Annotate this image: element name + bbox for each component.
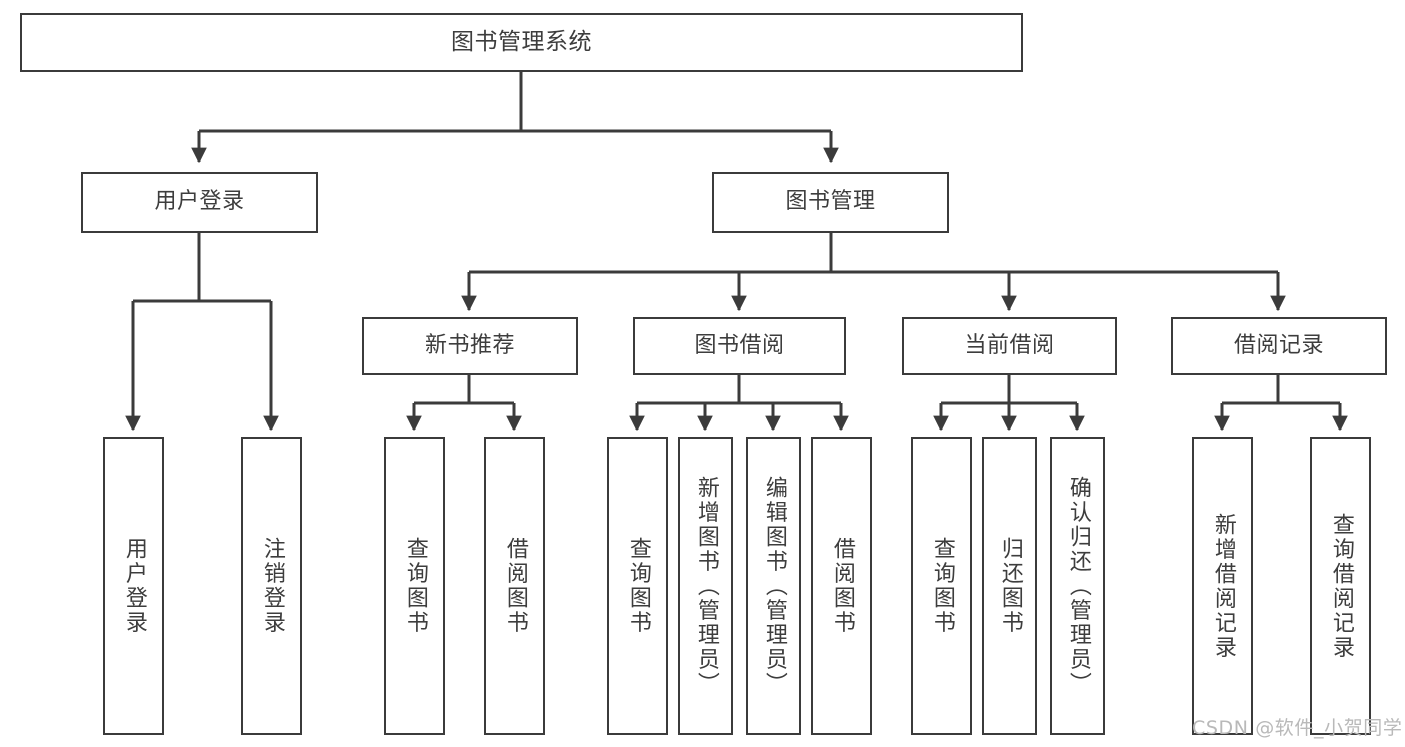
node-label: 查询借阅记录 bbox=[1328, 512, 1354, 660]
csdn-watermark: CSDN @软件_小贺同学 bbox=[1192, 717, 1403, 739]
leaf-query-borrow-record[interactable]: 查询借阅记录 bbox=[1310, 437, 1371, 735]
leaf-borrow-book-recommend[interactable]: 借阅图书 bbox=[484, 437, 545, 735]
node-label: 借阅图书 bbox=[502, 537, 528, 635]
node-label: 图书借阅 bbox=[694, 332, 785, 358]
leaf-logout-login[interactable]: 注销登录 bbox=[241, 437, 302, 735]
node-root-system[interactable]: 图书管理系统 bbox=[20, 13, 1023, 72]
node-user-login[interactable]: 用户登录 bbox=[81, 172, 318, 233]
node-label: 图书管理 bbox=[785, 189, 876, 215]
leaf-query-book-borrow[interactable]: 查询图书 bbox=[607, 437, 668, 735]
node-label: 当前借阅 bbox=[964, 332, 1055, 358]
leaf-add-borrow-record[interactable]: 新增借阅记录 bbox=[1192, 437, 1253, 735]
node-book-manage[interactable]: 图书管理 bbox=[712, 172, 949, 233]
node-label: 确认归还（管理员） bbox=[1065, 475, 1091, 697]
node-label: 查询图书 bbox=[625, 537, 651, 635]
leaf-edit-book[interactable]: 编辑图书（管理员） bbox=[746, 437, 801, 735]
node-label: 查询图书 bbox=[929, 537, 955, 635]
node-current-borrow[interactable]: 当前借阅 bbox=[902, 317, 1117, 375]
node-label: 图书管理系统 bbox=[451, 28, 592, 55]
leaf-query-book-current[interactable]: 查询图书 bbox=[911, 437, 972, 735]
node-new-book-recommend[interactable]: 新书推荐 bbox=[362, 317, 578, 375]
leaf-confirm-return[interactable]: 确认归还（管理员） bbox=[1050, 437, 1105, 735]
node-label: 注销登录 bbox=[259, 537, 285, 635]
node-label: 新增图书（管理员） bbox=[693, 475, 719, 697]
leaf-add-book[interactable]: 新增图书（管理员） bbox=[678, 437, 733, 735]
node-book-borrow[interactable]: 图书借阅 bbox=[633, 317, 846, 375]
node-label: 借阅图书 bbox=[829, 537, 855, 635]
node-label: 编辑图书（管理员） bbox=[761, 475, 787, 697]
leaf-return-book[interactable]: 归还图书 bbox=[982, 437, 1037, 735]
node-label: 用户登录 bbox=[121, 537, 147, 635]
node-label: 新增借阅记录 bbox=[1210, 512, 1236, 660]
leaf-query-book-recommend[interactable]: 查询图书 bbox=[384, 437, 445, 735]
node-label: 用户登录 bbox=[154, 189, 245, 215]
leaf-user-login[interactable]: 用户登录 bbox=[103, 437, 164, 735]
node-label: 查询图书 bbox=[402, 537, 428, 635]
node-label: 新书推荐 bbox=[424, 332, 515, 358]
node-label: 归还图书 bbox=[997, 537, 1023, 635]
node-borrow-record[interactable]: 借阅记录 bbox=[1171, 317, 1387, 375]
node-label: 借阅记录 bbox=[1233, 332, 1324, 358]
leaf-borrow-book-borrow[interactable]: 借阅图书 bbox=[811, 437, 872, 735]
